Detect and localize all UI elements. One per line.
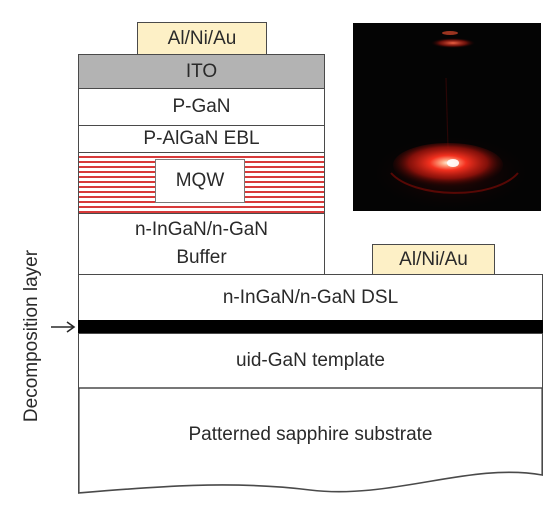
p-algan-ebl-label: P-AlGaN EBL: [143, 128, 260, 150]
decomposition-layer-side-label: Decomposition layer: [21, 249, 42, 423]
substrate-label: Patterned sapphire substrate: [188, 424, 433, 445]
emission-glow-image: [353, 23, 541, 211]
mqw-label: MQW: [175, 170, 225, 191]
arrow-right-icon: [51, 321, 76, 333]
top-contact-al-ni-au: Al/Ni/Au: [137, 22, 267, 55]
substrate-label-box: Patterned sapphire substrate: [78, 405, 543, 465]
ito-label: ITO: [185, 60, 218, 82]
uid-gan-template-layer: uid-GaN template: [78, 333, 543, 389]
mqw-label-box: MQW: [155, 159, 245, 203]
dsl-layer: n-InGaN/n-GaN DSL: [78, 274, 543, 321]
uid-gan-template-label: uid-GaN template: [236, 350, 385, 372]
top-contact-label: Al/Ni/Au: [167, 27, 237, 49]
n-buffer-layer: n-InGaN/n-GaN Buffer: [78, 213, 325, 275]
led-emission-photo: [353, 23, 541, 211]
n-buffer-label-line2: Buffer: [176, 247, 227, 268]
n-buffer-label-line1: n-InGaN/n-GaN: [134, 219, 269, 241]
decomposition-layer-bar: [78, 320, 543, 334]
dsl-label: n-InGaN/n-GaN DSL: [222, 286, 399, 308]
p-gan-label: P-GaN: [172, 96, 231, 118]
mesa-contact-label: Al/Ni/Au: [399, 248, 468, 270]
p-gan-layer: P-GaN: [78, 88, 325, 126]
